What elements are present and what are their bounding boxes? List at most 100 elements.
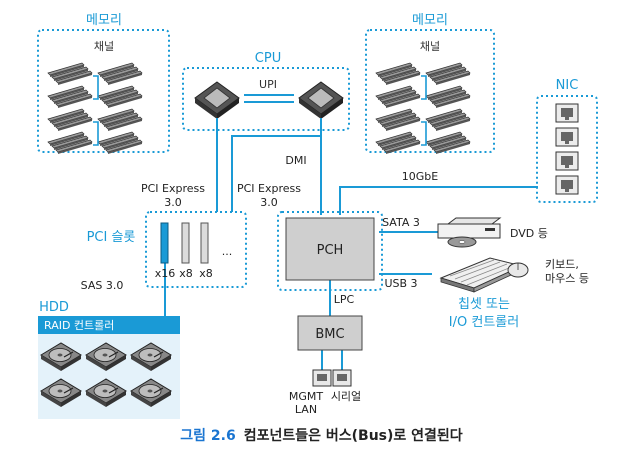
mgmt-label-1: MGMT: [289, 390, 324, 403]
pch-border: [277, 211, 383, 291]
sas-label: SAS 3.0: [81, 279, 124, 292]
memory-module-icon: [101, 66, 139, 81]
pcie-left-label-1: PCI Express: [141, 182, 205, 195]
ethernet-port-icon: [555, 103, 579, 123]
memory-module-icon: [433, 93, 471, 108]
pcie-right-label-1: PCI Express: [237, 182, 301, 195]
memory-left-channel-label: 채널: [94, 40, 114, 53]
memory-module-icon: [375, 85, 413, 100]
serial-port-icon: [332, 369, 352, 387]
pci-slot-group: PCI 슬롯 x16 x8 x8 ...: [87, 211, 247, 288]
memory-module-icon: [105, 70, 143, 85]
raid-label: RAID 컨트롤러: [44, 319, 114, 332]
mouse-icon: [507, 262, 529, 278]
memory-module-icon: [97, 108, 135, 123]
memory-module-icon: [101, 135, 139, 150]
memory-module-icon: [51, 135, 89, 150]
keyboard-label-1: 키보드,: [545, 258, 579, 271]
mgmt-lan-port-icon: [312, 369, 332, 387]
memory-right-channel-label: 채널: [420, 40, 440, 53]
memory-module-icon: [97, 62, 135, 77]
memory-module-icon: [383, 116, 421, 131]
chipset-label-2: I/O 컨트롤러: [449, 315, 519, 330]
dvd-label: DVD 등: [510, 227, 548, 240]
hdd-group: HDD RAID 컨트롤러: [38, 300, 180, 419]
cpu-group: CPU UPI: [182, 51, 350, 131]
memory-module-icon: [105, 139, 143, 154]
nic-border: [536, 95, 598, 203]
hard-drive-icon: [85, 342, 127, 371]
dvd-drive-icon: [437, 217, 502, 248]
keyboard-icon: [439, 257, 524, 293]
bus-lines: [164, 118, 538, 370]
memory-module-icon: [101, 112, 139, 127]
memory-module-icon: [379, 89, 417, 104]
memory-right-title: 메모리: [412, 13, 448, 28]
lpc-label: LPC: [334, 293, 355, 306]
pch-group: PCH: [277, 211, 383, 291]
memory-module-icon: [97, 131, 135, 146]
memory-module-icon: [51, 112, 89, 127]
pci-slot-width-2: x8: [179, 267, 193, 280]
pcie-right-line: [231, 118, 322, 212]
memory-module-icon: [383, 139, 421, 154]
tengbe-line: [339, 186, 538, 215]
memory-module-icon: [51, 89, 89, 104]
memory-right-border: [365, 29, 495, 153]
nic-group: NIC: [536, 78, 598, 203]
memory-module-icon: [47, 108, 85, 123]
memory-left-modules: [47, 62, 143, 154]
pci-slot-width-3: x8: [199, 267, 213, 280]
memory-module-icon: [55, 70, 93, 85]
memory-left-group: 메모리 채널: [37, 13, 170, 154]
hdd-title: HDD: [39, 300, 69, 315]
memory-module-icon: [47, 85, 85, 100]
pch-chip: [285, 217, 375, 281]
serial-label: 시리얼: [331, 389, 361, 403]
nic-ports: [555, 103, 579, 195]
hard-drive-icon: [40, 342, 82, 371]
chipset-label-1: 칩셋 또는: [458, 297, 510, 312]
memory-module-icon: [425, 131, 463, 146]
memory-module-icon: [425, 85, 463, 100]
hdd-drives: [40, 342, 172, 407]
pci-slot-x8-b: [200, 222, 209, 264]
memory-module-icon: [55, 116, 93, 131]
nic-title: NIC: [556, 78, 579, 93]
memory-right-modules: [375, 62, 471, 154]
memory-module-icon: [375, 62, 413, 77]
memory-module-icon: [55, 139, 93, 154]
channel-bracket: [93, 75, 99, 146]
bmc-group: BMC MGMT LAN 시리얼: [289, 315, 363, 416]
memory-right-group: 메모리 채널: [365, 13, 495, 154]
memory-module-icon: [429, 66, 467, 81]
upi-label: UPI: [259, 78, 277, 91]
channel-bracket: [421, 75, 427, 146]
memory-module-icon: [429, 135, 467, 150]
memory-left-border: [37, 29, 170, 153]
ethernet-port-icon: [555, 175, 579, 195]
dmi-label: DMI: [285, 154, 306, 167]
ethernet-port-icon: [555, 151, 579, 171]
sata-label: SATA 3: [382, 216, 420, 229]
pch-label: PCH: [317, 243, 344, 258]
hard-drive-icon: [85, 378, 127, 407]
memory-module-icon: [433, 116, 471, 131]
memory-module-icon: [47, 62, 85, 77]
cpu-title: CPU: [255, 51, 281, 66]
hard-drive-icon: [40, 378, 82, 407]
memory-module-icon: [383, 70, 421, 85]
memory-module-icon: [379, 66, 417, 81]
memory-left-title: 메모리: [86, 13, 122, 28]
memory-module-icon: [383, 93, 421, 108]
cpu-chip-right-icon: [298, 81, 344, 119]
memory-module-icon: [379, 135, 417, 150]
pcie-right-label-2: 3.0: [260, 196, 278, 209]
cpu-border: [182, 67, 350, 131]
memory-module-icon: [55, 93, 93, 108]
pci-slot-more: ...: [222, 245, 233, 258]
memory-module-icon: [105, 93, 143, 108]
